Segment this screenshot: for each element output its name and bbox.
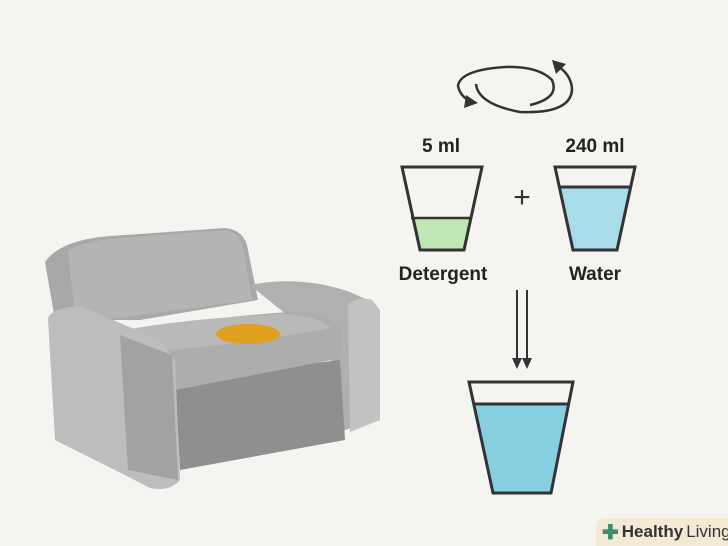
logo-regular: Living (686, 522, 728, 541)
stain (216, 324, 280, 344)
detergent-label: Detergent (399, 264, 488, 285)
down-arrows-icon (512, 290, 532, 369)
plus-leaf-icon: ✚ (602, 521, 619, 544)
detergent-cup (400, 165, 484, 252)
logo-bold: Healthy (621, 522, 684, 541)
water-label: Water (569, 264, 622, 285)
water-amount: 240 ml (565, 136, 624, 157)
water-cup (553, 165, 637, 252)
detergent-amount: 5 ml (422, 136, 460, 157)
stir-icon (456, 60, 574, 114)
armchair (45, 228, 380, 489)
healthy-living-logo: ✚ Healthy Living (596, 518, 728, 546)
mixed-solution-cup (467, 380, 575, 495)
plus-sign: + (513, 181, 531, 214)
